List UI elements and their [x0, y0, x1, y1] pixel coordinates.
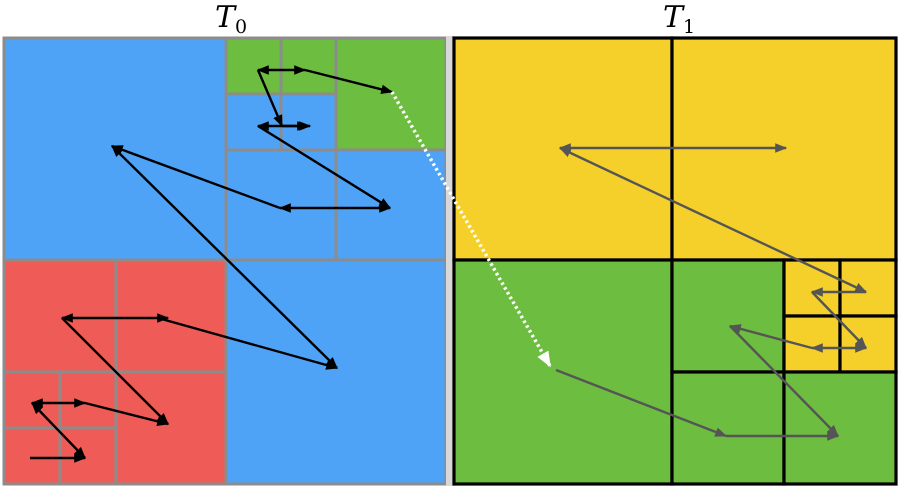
t0-leaf	[279, 36, 338, 96]
t1-traversal	[555, 143, 868, 441]
t1-leaf	[670, 370, 786, 486]
t1-leaf	[782, 370, 898, 486]
tree-t0	[2, 36, 448, 486]
t1-arrow	[811, 291, 867, 349]
t0-leaf	[2, 370, 62, 430]
t1-arrow	[558, 146, 868, 294]
t0-arrow	[111, 145, 338, 369]
t0-arrow	[84, 401, 170, 427]
t0-arrow	[256, 69, 284, 128]
t0-arrow	[31, 402, 86, 459]
t0-leaf	[224, 148, 338, 262]
t0-leaf	[58, 426, 118, 486]
t0-leaf	[334, 148, 448, 262]
t0-leaf	[334, 36, 448, 152]
t0-leaf	[224, 258, 448, 486]
t0-arrow	[61, 317, 169, 425]
t1-arrow	[555, 368, 728, 438]
t1-leaf	[782, 258, 842, 318]
t0-leaf	[2, 426, 62, 486]
t0-leaf	[58, 370, 118, 430]
t0-arrow	[304, 68, 394, 95]
t1-arrow	[729, 325, 839, 437]
tree-label-t1: T1	[663, 0, 695, 38]
tree-label-t0: T0	[215, 0, 247, 38]
t1-leaf	[838, 258, 898, 318]
tree-divider	[446, 36, 454, 486]
t1-leaf	[838, 314, 898, 374]
t0-leaf	[279, 92, 338, 152]
t1-leaf	[782, 314, 842, 374]
t1-arrow	[728, 324, 813, 350]
t1-leaf	[670, 258, 786, 374]
t0-traversal	[30, 65, 394, 463]
t0-leaf	[224, 36, 283, 96]
t0-leaf	[114, 258, 228, 374]
t0-arrow	[157, 316, 339, 370]
